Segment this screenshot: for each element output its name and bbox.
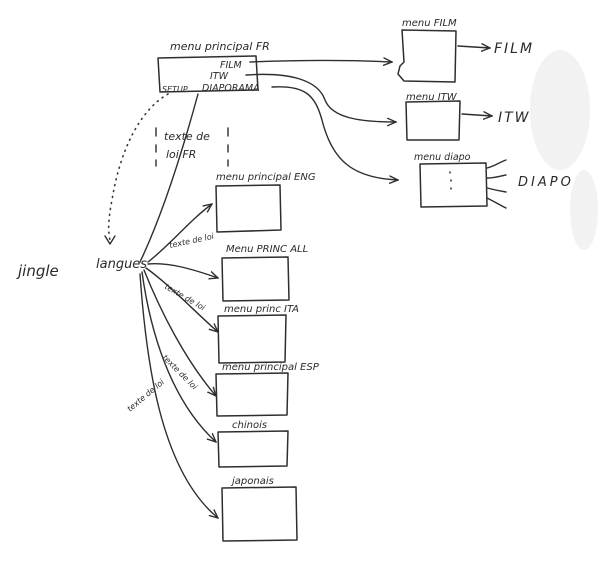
law-text-label-eng: texte de loi <box>169 232 216 250</box>
arrow-itw <box>245 73 396 122</box>
submenu-itw: menu ITW ITW <box>405 92 531 141</box>
submenu-film-title: menu FILM <box>402 18 457 29</box>
main-menu-setup: SETUP <box>162 85 188 94</box>
law-text-label-all: texte de loi <box>163 282 207 313</box>
langues-to-main-menu <box>139 93 199 263</box>
submenu-itw-output: ITW <box>498 110 531 126</box>
language-menu-ita: menu princ ITA <box>217 304 299 364</box>
arrow-all <box>147 262 218 278</box>
submenu-film: menu FILM FILM <box>397 18 534 83</box>
submenu-diapo-box <box>419 162 488 208</box>
submenu-arrows <box>245 61 398 181</box>
language-menu-ita-box <box>217 314 287 364</box>
main-menu-fr: menu principal FR FILM ITW SETUP DIAPORA… <box>157 40 270 94</box>
language-menu-all-box <box>221 256 290 302</box>
flow-lines <box>104 93 199 263</box>
law-text-label-ita: texte de loi <box>161 353 200 392</box>
submenu-diapo-out-2 <box>486 174 507 179</box>
submenu-diapo-output: DIAPO <box>518 175 574 190</box>
arrow-chinois <box>141 271 216 442</box>
scan-smudge <box>530 50 598 250</box>
main-menu-title: menu principal FR <box>170 40 270 53</box>
submenu-diapo-out-3 <box>486 187 507 193</box>
language-menu-japonais-box <box>221 486 298 542</box>
language-arrows <box>139 204 218 518</box>
language-menu-chinois: chinois <box>217 420 289 468</box>
language-menu-esp-title: menu principal ESP <box>222 362 320 373</box>
language-menu-esp: menu principal ESP <box>215 362 320 417</box>
dotted-link-arrowhead <box>104 235 116 245</box>
arrow-japonais <box>139 273 218 518</box>
language-menu-all: Menu PRINC ALL <box>221 244 308 302</box>
start-nodes: jingle langues <box>16 257 147 280</box>
language-menu-japonais-title: japonais <box>230 476 274 487</box>
submenu-film-out-arrow <box>457 46 490 48</box>
submenu-diapo-out-4 <box>486 197 507 209</box>
arrow-eng <box>147 204 212 263</box>
law-text-fr: texte de loi FR <box>155 127 229 167</box>
submenu-itw-title: menu ITW <box>406 92 458 103</box>
submenu-diapo-out-1 <box>486 159 507 169</box>
main-menu-item-itw: ITW <box>210 71 229 82</box>
law-text-fr-line2: loi FR <box>166 148 196 161</box>
language-menu-esp-box <box>215 372 289 417</box>
arrow-ita <box>145 267 218 332</box>
language-menu-all-title: Menu PRINC ALL <box>226 244 308 255</box>
language-menu-chinois-title: chinois <box>232 420 267 431</box>
arrow-film <box>249 61 392 63</box>
arrow-diaporama <box>271 86 398 180</box>
language-menu-eng-title: menu principal ENG <box>216 172 316 183</box>
dotted-setup-link <box>107 93 169 241</box>
submenu-film-box <box>397 29 457 83</box>
language-menu-ita-title: menu princ ITA <box>224 304 299 315</box>
language-menu-eng-box <box>215 184 282 233</box>
jingle-label: jingle <box>16 262 59 280</box>
law-text-fr-line1: texte de <box>164 130 210 143</box>
submenu-film-output: FILM <box>494 41 534 57</box>
law-text-label-esp: texte de loi <box>126 377 167 413</box>
submenu-itw-out-arrow <box>461 114 492 116</box>
language-menu-eng: menu principal ENG <box>215 172 316 233</box>
main-menu-item-film: FILM <box>220 60 242 71</box>
language-menu-chinois-box <box>217 430 289 468</box>
langues-label: langues <box>96 257 147 272</box>
main-menu-box <box>157 55 259 93</box>
submenu-itw-box <box>405 100 461 141</box>
submenu-diapo-dots <box>449 171 452 190</box>
submenu-diapo-title: menu diapo <box>414 152 471 163</box>
submenu-diapo: menu diapo DIAPO <box>414 152 574 209</box>
main-menu-item-diaporama: DIAPORAMA <box>202 83 260 94</box>
arrow-esp <box>143 269 216 396</box>
language-menu-japonais: japonais <box>221 476 298 542</box>
